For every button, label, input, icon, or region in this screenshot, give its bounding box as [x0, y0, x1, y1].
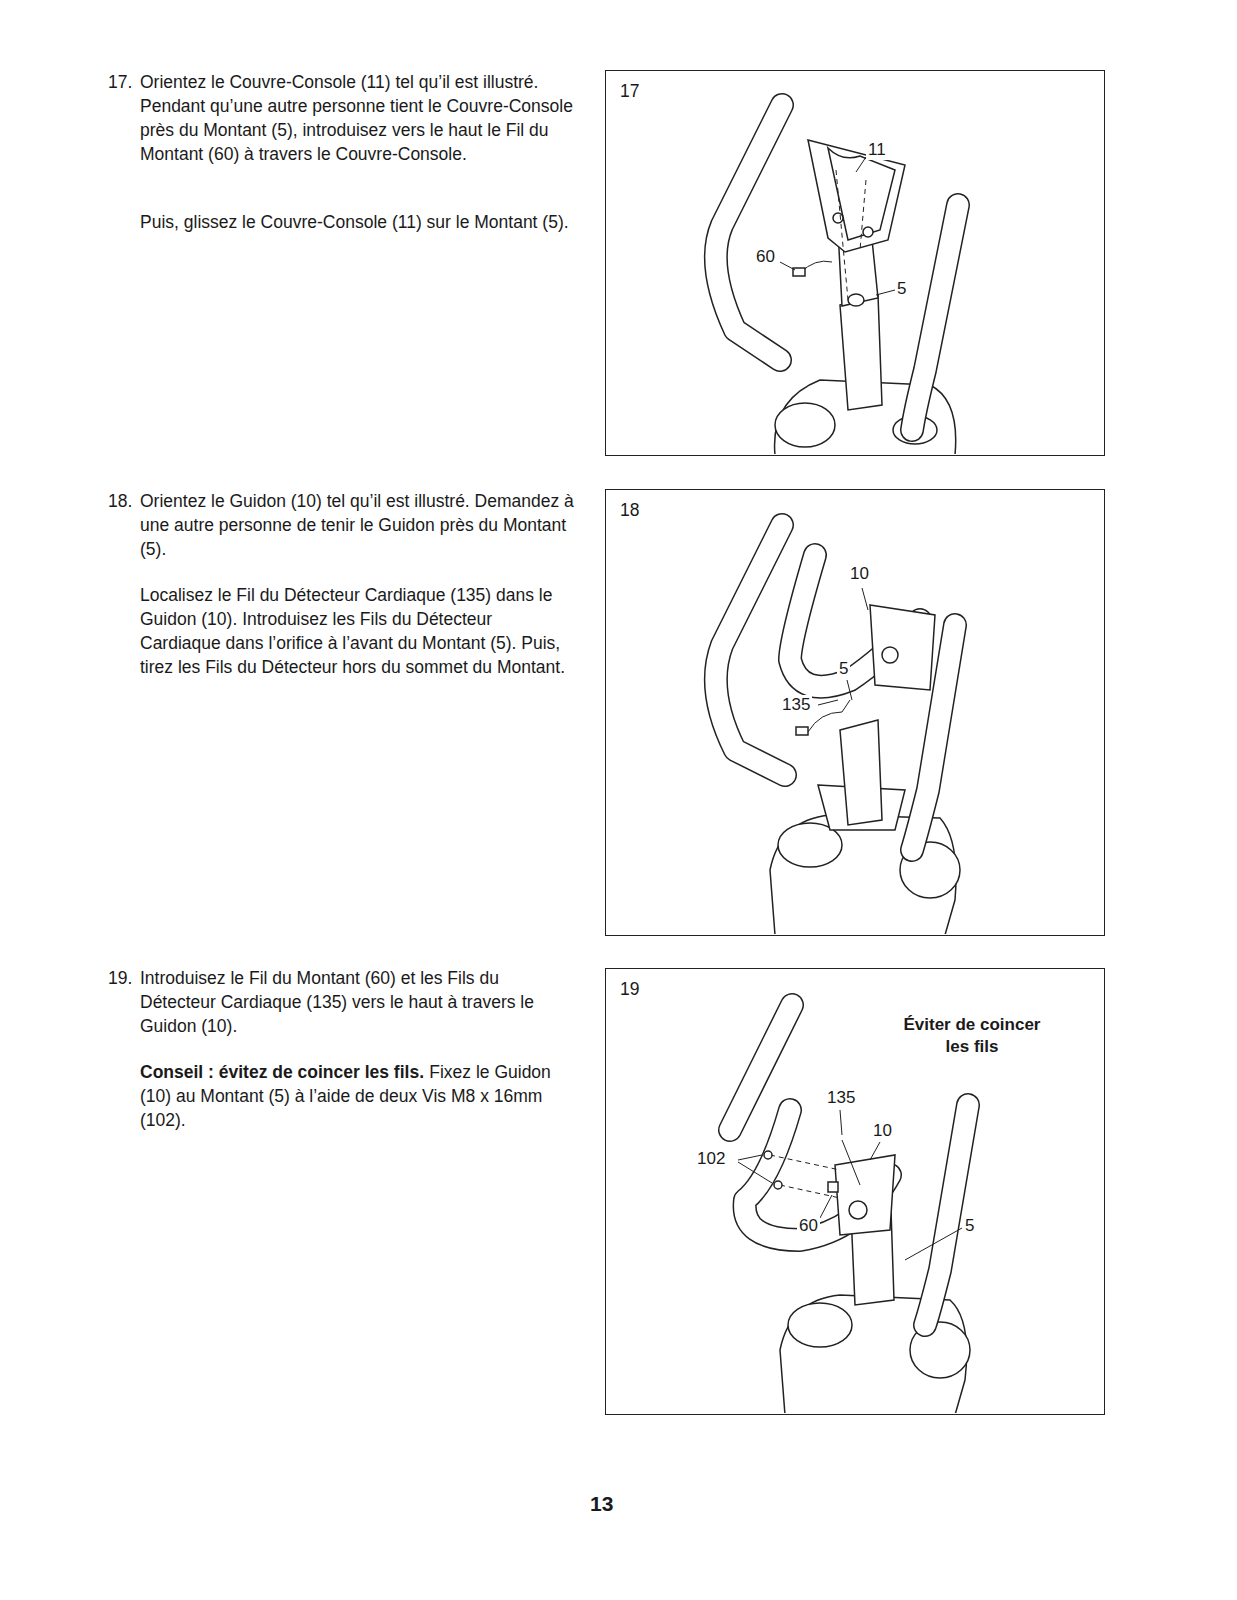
callout-number: 10 — [871, 1121, 894, 1141]
callout-number: 5 — [963, 1216, 976, 1236]
step-number: 19. — [108, 966, 132, 990]
callout-number: 135 — [780, 695, 812, 715]
callout-number: 102 — [695, 1149, 727, 1169]
callout-number: 5 — [895, 279, 908, 299]
instruction-text: Orientez le Couvre-Console (11) tel qu’i… — [140, 70, 575, 166]
instruction-text: Orientez le Guidon (10) tel qu’il est il… — [140, 489, 575, 561]
figure-panel: 18 — [605, 489, 1105, 936]
callout-number: 5 — [837, 659, 850, 679]
callout-number: 11 — [866, 140, 888, 160]
instruction-text: Localisez le Fil du Détecteur Cardiaque … — [140, 583, 575, 679]
callout-number: 10 — [848, 564, 871, 584]
instruction-text: Puis, glissez le Couvre-Console (11) sur… — [140, 210, 575, 234]
step-number: 18. — [108, 489, 132, 513]
callout-number: 135 — [825, 1088, 857, 1108]
callout-number: 60 — [797, 1216, 820, 1236]
step-17-art — [716, 105, 958, 454]
step-paragraph: Conseil : évitez de coincer les fils.Fix… — [140, 1060, 575, 1132]
figure-panel: 17 — [605, 70, 1105, 456]
figure-number: 19 — [620, 979, 639, 1000]
step-number: 17. — [108, 70, 132, 94]
step-18-art — [716, 525, 960, 934]
caution-note: Éviter de coincer les fils — [890, 1014, 1054, 1058]
figure-number: 18 — [620, 500, 639, 521]
page-number: 13 — [590, 1492, 613, 1516]
step-19-art — [730, 1005, 970, 1413]
figure-number: 17 — [620, 81, 639, 102]
instruction-text: Introduisez le Fil du Montant (60) et le… — [140, 966, 575, 1038]
tip-text: Conseil : évitez de coincer les fils. — [140, 1062, 424, 1082]
callout-number: 60 — [754, 247, 777, 267]
